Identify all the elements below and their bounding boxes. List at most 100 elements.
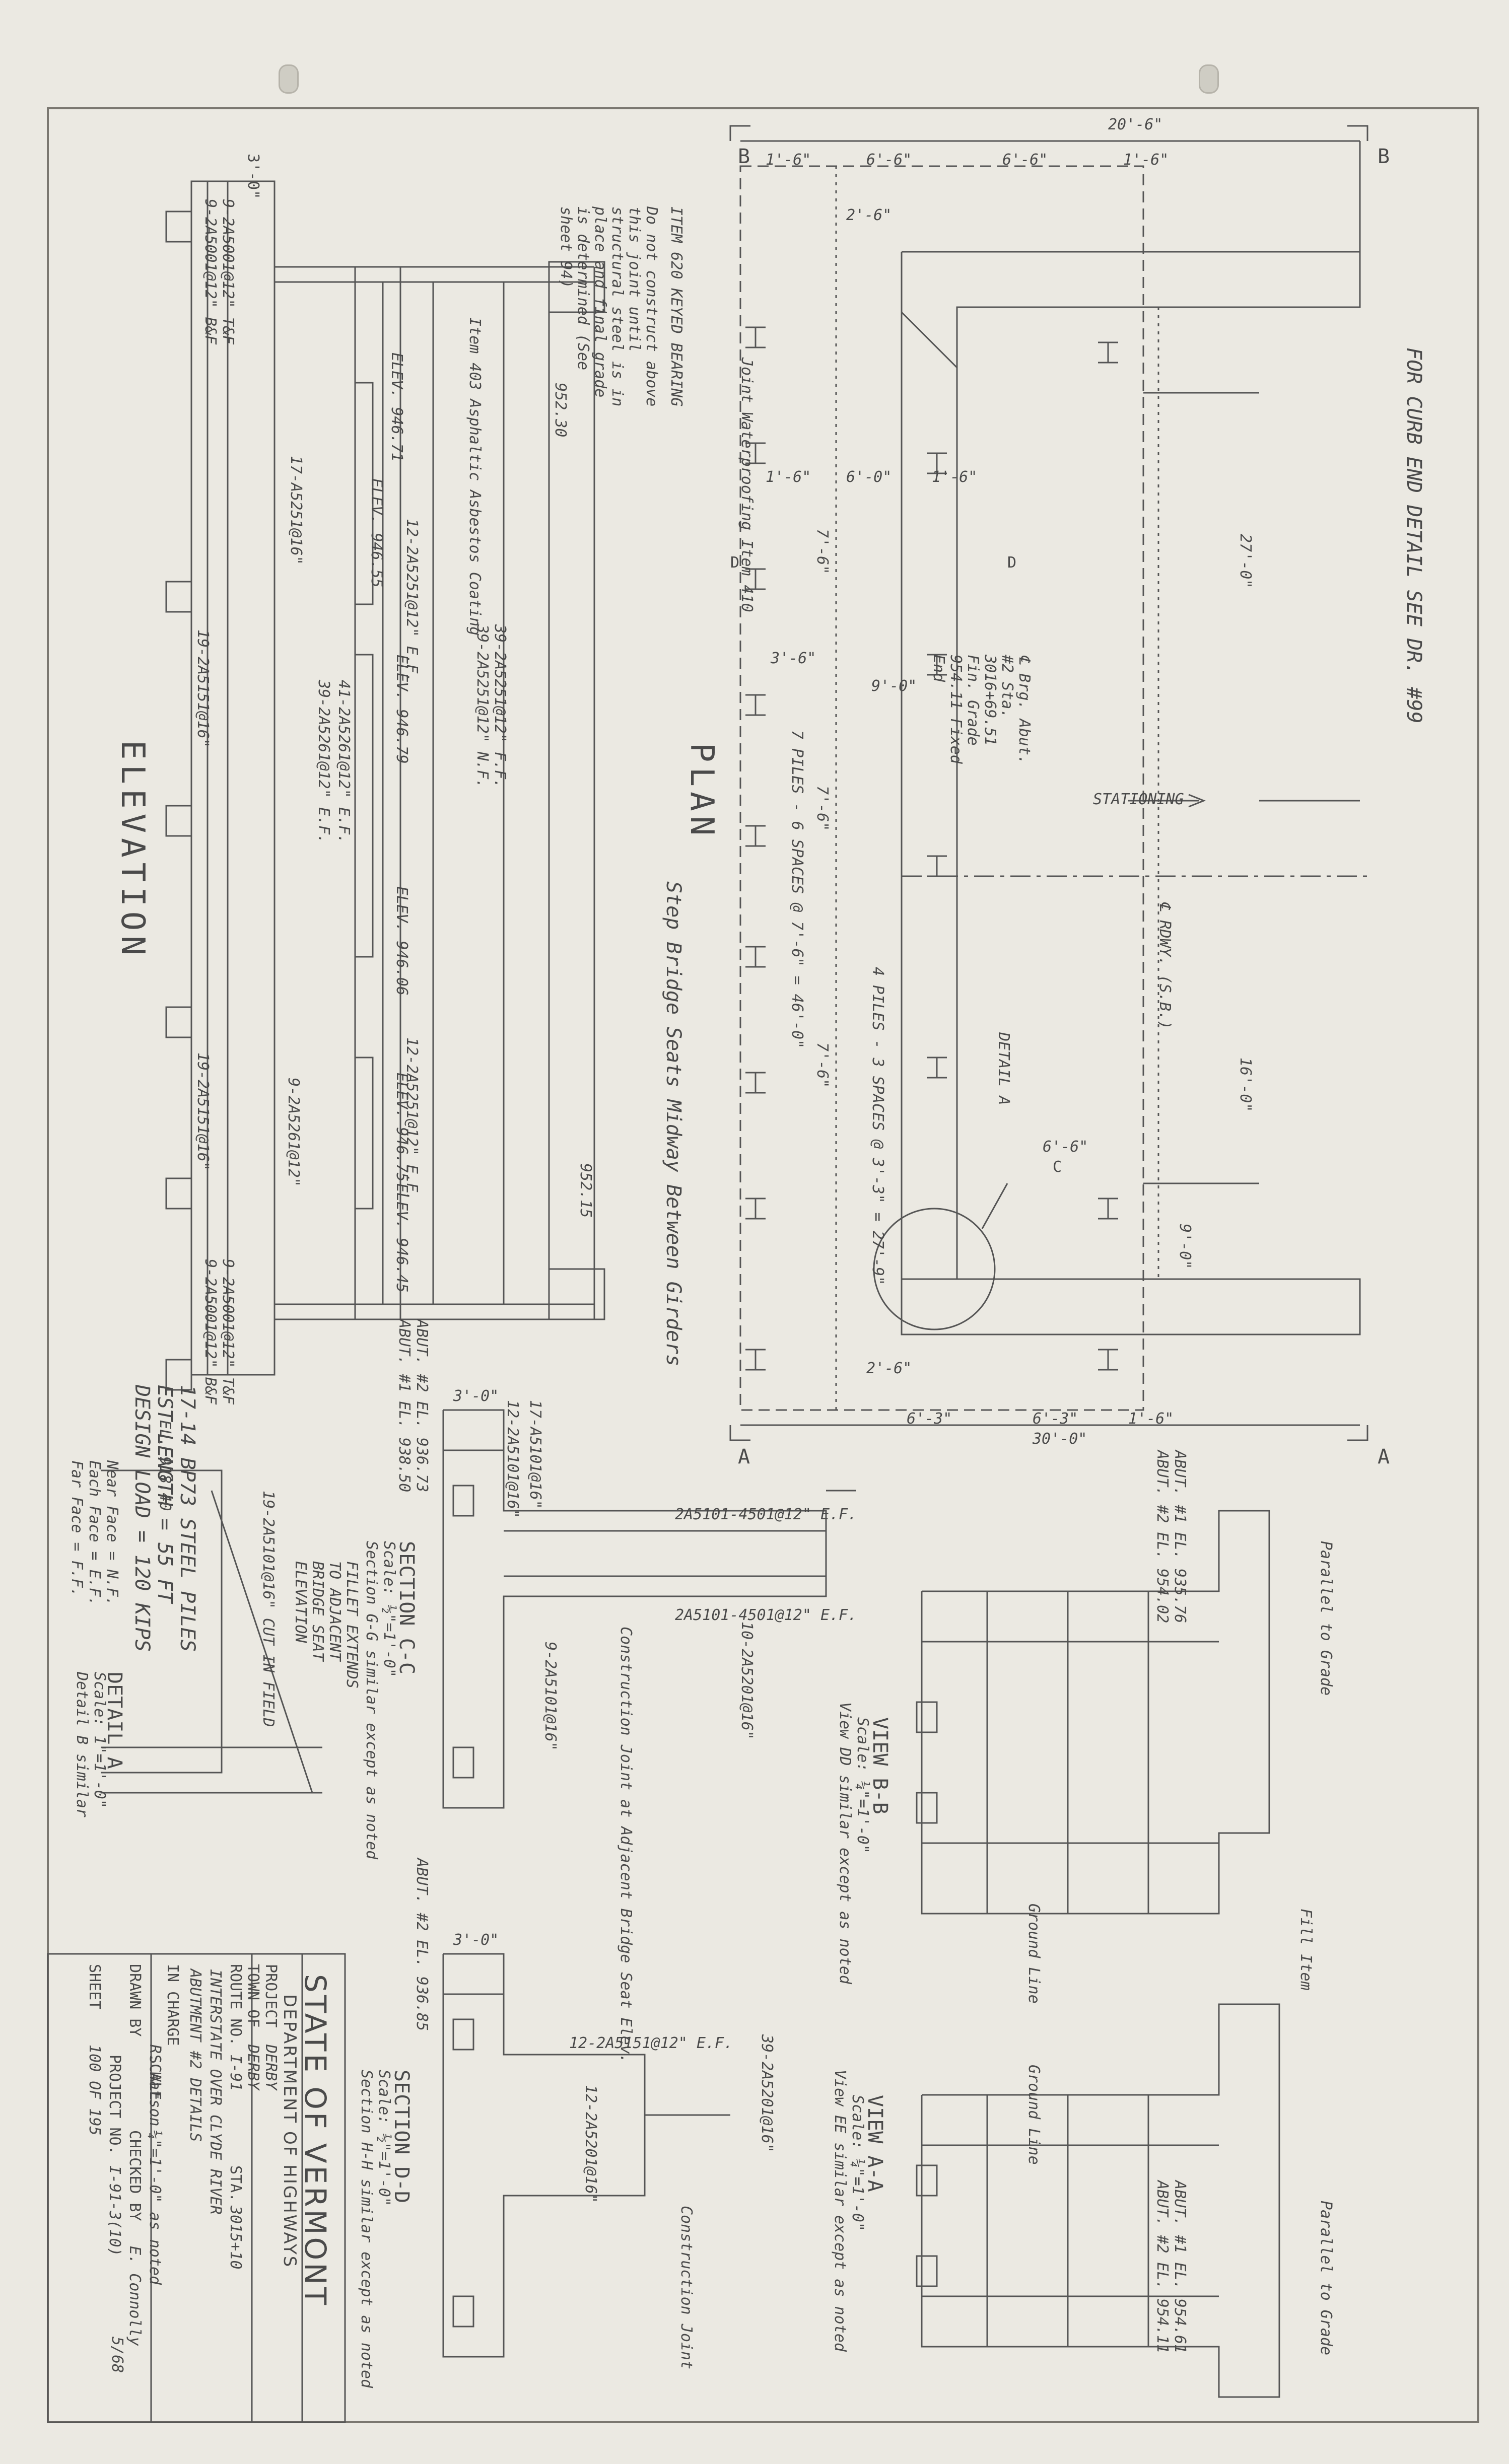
plan-dim: 1'-6" (932, 468, 978, 486)
plan-dim: 2'-6" (866, 1360, 912, 1377)
section-dd-scale: Scale: ½"=1'-0" (375, 2070, 393, 2206)
abut-label: Ground Line (1025, 1904, 1043, 2004)
top-bar-1: 9-2A5001@12" T&F (219, 199, 237, 344)
section-cc-bar: Construction Joint at Adjacent Bridge Se… (617, 1627, 635, 2063)
section-mark-b: B (1378, 145, 1390, 168)
waterproof-note: Joint Waterproofing Item 410 (738, 358, 756, 612)
bearing-note: ℄ Brg. Abut. #2 Sta. 3016+69.51 Fin. Gra… (930, 655, 1033, 764)
detail-a-note: Detail B similar (73, 1672, 91, 1817)
section-cc-title: SECTION C-C (395, 1541, 418, 1674)
view-aa-note: View EE similar except as noted (831, 2070, 849, 2352)
elevation-value: ELEV. 946.45 (393, 1183, 410, 1293)
bottom-bar-2: 9-2A5001@12" B&F (201, 1259, 219, 1404)
section-dd-elev: ABUT. #2 EL. 936.85 (413, 1858, 431, 2031)
scale-value: ¼"=1'-0" as noted (146, 2130, 164, 2285)
town-label: TOWN OF (244, 1964, 262, 2028)
section-cc-bar: 2A5101-4501@12" E.F. (675, 1506, 857, 1523)
section-mark-b: B (738, 145, 750, 168)
punch-hole (279, 64, 299, 94)
abut-label: ABUT. #2 EL. 954.02 (1153, 1450, 1171, 1624)
design-load: DESIGN LOAD = 120 KIPS (130, 1385, 154, 1652)
plan-view (729, 125, 1370, 1441)
drawn-label: DRAWN BY (126, 1964, 144, 2037)
abut-label: Parallel to Grade (1317, 1541, 1335, 1696)
plan-subtitle: Step Bridge Seats Midway Between Girders (662, 881, 685, 1367)
abut-label: Fill Item (1297, 1909, 1315, 1991)
section-cc-bar: 9-2A5101@16" (541, 1642, 559, 1751)
project-no-value: I-91-3(10) (106, 2165, 123, 2257)
section-mark-d: D (730, 554, 740, 572)
face-key: Near Face = N.F. (103, 1460, 121, 1606)
section-dd-dim: 3'-0" (453, 1931, 499, 1949)
section-cc-view (442, 1409, 856, 1809)
plan-dim: 6'-3" (907, 1410, 952, 1428)
asphalt-note: Item 403 Asphaltic Asbestos Coating (466, 317, 484, 636)
elevation-value: ELEV. 946.06 (393, 886, 410, 996)
bottom-bar-1: 9-2A5001@12" T&F (219, 1259, 237, 1404)
elevation-title: ELEVATION (114, 740, 151, 960)
plan-dim: 6'-0" (846, 468, 892, 486)
elevation-value: ELEV. 946.75 (393, 1073, 410, 1182)
elevation-value: ELEV. 946.71 (388, 353, 405, 462)
elevation-value: ELEV. 946.55 (368, 478, 385, 588)
section-dd-bar: Construction Joint (677, 2206, 695, 2370)
abut-label: ABUT. #2 EL. 954.11 (1153, 2180, 1171, 2354)
plan-dim: 6'-6" (1043, 1138, 1088, 1156)
drawn-value: R. Watson (146, 2045, 164, 2127)
section-cc-scale: Scale: ½"=1'-0" (380, 1541, 398, 1677)
face-key: Far Face = F.F. (68, 1460, 86, 1597)
plan-dim: 7'-6" (813, 1042, 831, 1088)
section-dd-note: Section H-H similar except as noted (358, 2070, 375, 2388)
section-dd-view (442, 1953, 730, 2358)
view-aa-title: VIEW A-A (863, 2095, 886, 2192)
bar-label: 17-A5251@16" (287, 456, 305, 565)
plan-dim: 9'-0" (871, 677, 917, 695)
plan-dim: 7'-6" (813, 786, 831, 831)
side-elevation: 952.15 (577, 1163, 594, 1218)
state-title: STATE OF VERMONT (298, 1974, 332, 2308)
section-mark-a: A (1378, 1445, 1390, 1468)
side-elevation: 952.30 (552, 383, 569, 438)
plan-dim: 1'-6" (766, 151, 811, 169)
item-note: ITEM 620 KEYED BEARING (667, 206, 685, 407)
sta-label: STA. (227, 2165, 244, 2202)
in-charge-label: IN CHARGE (164, 1964, 181, 2046)
section-mark-d: D (1007, 554, 1017, 572)
plan-dim: 27'-0" (1237, 534, 1254, 589)
abut-label: Parallel to Grade (1317, 2201, 1335, 2356)
plan-dim: 9'-0" (1176, 1224, 1194, 1270)
bar-label: 39-2A5261@12" E.F. (315, 680, 332, 844)
plan-dim: 7'-6" (813, 529, 831, 575)
fillet-note: FILLET EXTENDS TO ADJACENT BRIDGE SEAT E… (292, 1561, 361, 1688)
plan-dim: 1'-6" (1123, 151, 1169, 169)
project-value: DERBY (262, 2045, 280, 2090)
section-cc-elev: ABUT. #2 EL. 936.73 (413, 1319, 431, 1493)
section-dd-title: SECTION D-D (390, 2070, 413, 2203)
sheet-border (47, 107, 1479, 2423)
project-no-label: PROJECT NO. (106, 2055, 123, 2155)
section-cc-bar: 12-2A5101@16" (504, 1400, 521, 1518)
top-bar-2: 9-2A5001@12" B&F (201, 199, 219, 344)
abut-label: ABUT. #1 EL. 935.76 (1171, 1450, 1189, 1624)
punch-hole (1199, 64, 1219, 94)
section-cc-elev-2: ABUT. #1 EL. 938.50 (395, 1319, 413, 1493)
plan-dim: 16'-0" (1237, 1058, 1254, 1112)
view-bb (916, 1510, 1270, 1915)
curb-note: FOR CURB END DETAIL SEE DR. #99 (1402, 347, 1425, 724)
view-aa-scale: Scale: ¼"=1'-0" (849, 2095, 866, 2231)
checked-label: CHECKED BY (126, 2130, 144, 2221)
plan-title: PLAN (683, 743, 720, 841)
view-bb-title: VIEW B-B (868, 1717, 891, 1814)
town-value: DERBY (244, 2045, 262, 2090)
section-cc-bar: 10-2A5201@16" (738, 1622, 756, 1740)
view-bb-scale: Scale: ¼"=1'-0" (854, 1717, 871, 1854)
elevation-value: ELEV. 946.79 (393, 655, 410, 764)
plan-dim: 2'-6" (846, 206, 892, 224)
section-mark-a: A (738, 1445, 750, 1468)
bar-label: 41-2A5261@12" E.F. (335, 680, 353, 844)
bar-label: 19-2A5151@16" (194, 629, 212, 748)
plan-dim: 1'-6" (766, 468, 811, 486)
plan-dim: 1'-6" (1128, 1410, 1174, 1428)
